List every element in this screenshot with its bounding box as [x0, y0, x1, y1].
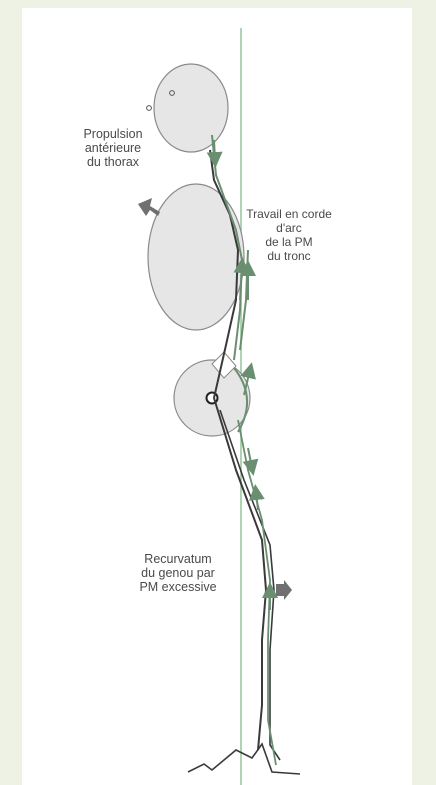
chain-arrow-5 [242, 447, 259, 476]
foot-line [187, 742, 301, 775]
chain-arrow-4 [240, 362, 256, 396]
chain-arrow-6 [248, 484, 265, 511]
knee-push-arrow [276, 580, 292, 600]
thorax-push-arrow [138, 198, 160, 216]
bowstring-label: Travail en corde d'arc de la PM du tronc [246, 207, 332, 263]
head-marker [169, 90, 175, 96]
head-circle [153, 63, 229, 153]
knee-recurvatum-label: Recurvatum du genou par PM excessive [139, 552, 217, 594]
head-marker-2 [146, 105, 152, 111]
thorax-ellipse [147, 183, 245, 331]
thorax-propulsion-label: Propulsion antérieure du thorax [83, 127, 143, 169]
trunk-chain-line [211, 134, 244, 361]
chain-arrow-1 [206, 139, 223, 168]
hip-arc [233, 367, 249, 433]
